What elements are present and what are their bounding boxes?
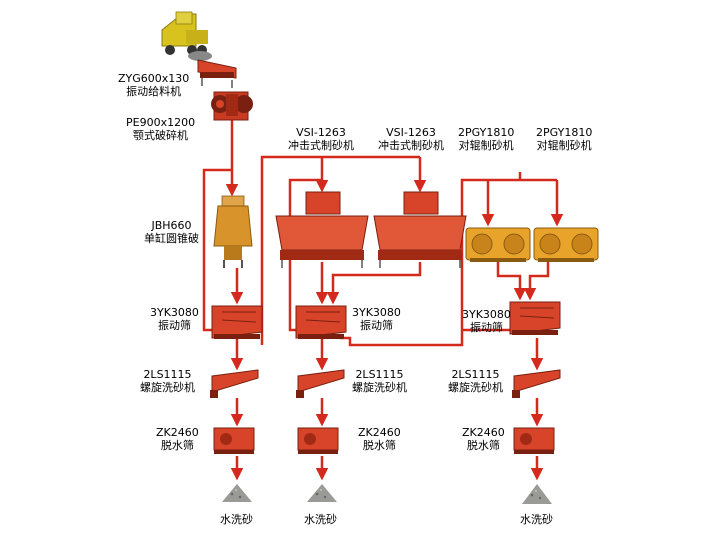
label-dewater-3: ZK2460 脱水筛 bbox=[462, 426, 505, 452]
cone-crusher bbox=[213, 195, 253, 268]
flow-screen2-to-roller bbox=[340, 178, 557, 347]
dewater2-model: ZK2460 bbox=[358, 426, 401, 439]
roller1-name: 对辊制砂机 bbox=[458, 139, 514, 152]
dewater3-name: 脱水筛 bbox=[466, 439, 500, 452]
label-sand-3: 水洗砂 bbox=[520, 513, 553, 526]
label-roller-1: 2PGY1810 对辊制砂机 bbox=[458, 126, 514, 152]
dewater2-name: 脱水筛 bbox=[362, 439, 396, 452]
spiral-washer-2 bbox=[296, 369, 345, 398]
sand2-text: 水洗砂 bbox=[304, 513, 337, 526]
roller-crusher-2 bbox=[533, 227, 599, 262]
flow-vsi2-to-screen2 bbox=[326, 262, 422, 305]
spiral-washer-3 bbox=[512, 369, 561, 398]
flow-roller1-to-screen3 bbox=[496, 262, 527, 301]
vsi1-name: 冲击式制砂机 bbox=[288, 139, 354, 152]
screen3-model: 3YK3080 bbox=[462, 308, 511, 321]
sand-pile-2 bbox=[307, 484, 337, 502]
label-dewater-1: ZK2460 脱水筛 bbox=[156, 426, 199, 452]
flow-roller2-to-screen3 bbox=[523, 262, 550, 301]
label-washer-2: 2LS1115 螺旋洗砂机 bbox=[352, 368, 407, 394]
label-screen-3: 3YK3080 振动筛 bbox=[462, 308, 511, 334]
cone-model: JBH660 bbox=[151, 219, 192, 232]
sand-pile-1 bbox=[222, 484, 252, 502]
label-sand-1: 水洗砂 bbox=[220, 513, 253, 526]
label-screen-1: 3YK3080 振动筛 bbox=[150, 306, 199, 332]
washer1-model: 2LS1115 bbox=[143, 368, 192, 381]
vsi2-model: VSI-1263 bbox=[386, 126, 436, 139]
flow-screen1-return bbox=[202, 168, 232, 332]
label-dewater-2: ZK2460 脱水筛 bbox=[358, 426, 401, 452]
label-jaw-crusher: PE900x1200 颚式破碎机 bbox=[126, 116, 195, 142]
dewater3-model: ZK2460 bbox=[462, 426, 505, 439]
sand1-text: 水洗砂 bbox=[220, 513, 253, 526]
dewater1-model: ZK2460 bbox=[156, 426, 199, 439]
vsi1-model: VSI-1263 bbox=[296, 126, 346, 139]
cone-name: 单缸圆锥破 bbox=[144, 232, 199, 245]
jaw-model: PE900x1200 bbox=[126, 116, 196, 129]
label-sand-2: 水洗砂 bbox=[304, 513, 337, 526]
jaw-name: 颚式破碎机 bbox=[133, 129, 189, 142]
dewatering-screen-3 bbox=[513, 427, 555, 454]
screen2-model: 3YK3080 bbox=[352, 306, 401, 319]
label-screen-2: 3YK3080 振动筛 bbox=[352, 306, 401, 332]
label-vsi-2: VSI-1263 冲击式制砂机 bbox=[378, 126, 444, 152]
dewatering-screen-2 bbox=[297, 427, 339, 454]
washer3-name: 螺旋洗砂机 bbox=[448, 381, 503, 394]
sand-pile-3 bbox=[522, 484, 552, 504]
label-cone-crusher: JBH660 单缸圆锥破 bbox=[144, 219, 199, 245]
roller1-model: 2PGY1810 bbox=[458, 126, 515, 139]
label-roller-2: 2PGY1810 对辊制砂机 bbox=[536, 126, 592, 152]
label-feeder: ZYG600x130 振动给料机 bbox=[118, 72, 189, 98]
washer2-name: 螺旋洗砂机 bbox=[352, 381, 407, 394]
label-vsi-1: VSI-1263 冲击式制砂机 bbox=[288, 126, 354, 152]
screen2-name: 振动筛 bbox=[359, 319, 393, 332]
washer3-model: 2LS1115 bbox=[451, 368, 500, 381]
roller-crusher-1 bbox=[465, 227, 531, 262]
flow-screen1-to-vsi bbox=[260, 155, 420, 345]
feeder-name: 振动给料机 bbox=[126, 85, 182, 98]
dewater1-name: 脱水筛 bbox=[160, 439, 194, 452]
vibrating-screen-3 bbox=[509, 301, 561, 335]
roller2-model: 2PGY1810 bbox=[536, 126, 593, 139]
dump-truck bbox=[161, 11, 212, 61]
label-washer-3: 2LS1115 螺旋洗砂机 bbox=[448, 368, 503, 394]
vibrating-feeder bbox=[197, 59, 237, 88]
sand3-text: 水洗砂 bbox=[520, 513, 553, 526]
washer1-name: 螺旋洗砂机 bbox=[140, 381, 195, 394]
screen1-model: 3YK3080 bbox=[150, 306, 199, 319]
roller2-name: 对辊制砂机 bbox=[536, 139, 592, 152]
feeder-model: ZYG600x130 bbox=[118, 72, 190, 85]
washer2-model: 2LS1115 bbox=[355, 368, 404, 381]
vsi-crusher-1 bbox=[275, 191, 369, 268]
vsi2-name: 冲击式制砂机 bbox=[378, 139, 444, 152]
vibrating-screen-2 bbox=[295, 305, 347, 339]
vsi-crusher-2 bbox=[373, 191, 467, 268]
label-washer-1: 2LS1115 螺旋洗砂机 bbox=[140, 368, 195, 394]
spiral-washer-1 bbox=[210, 369, 259, 398]
flow-lines bbox=[202, 118, 564, 481]
screen3-name: 振动筛 bbox=[469, 321, 503, 334]
dewatering-screen-1 bbox=[213, 427, 255, 454]
jaw-crusher bbox=[211, 91, 253, 121]
screen1-name: 振动筛 bbox=[157, 319, 191, 332]
vibrating-screen-1 bbox=[211, 305, 263, 339]
